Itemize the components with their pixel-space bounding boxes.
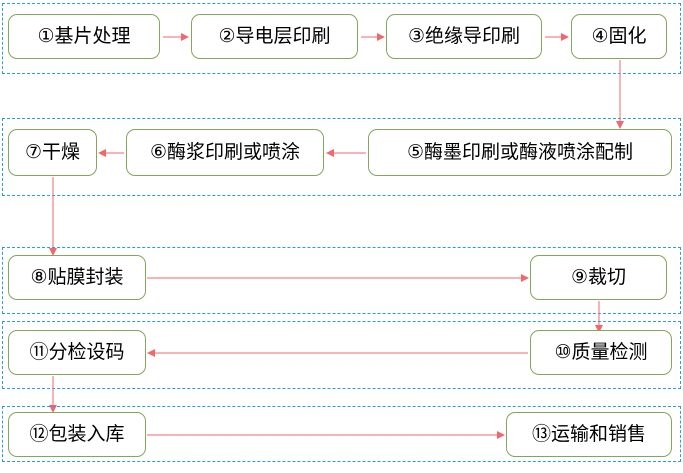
- arrow-n6-to-n7: [98, 147, 124, 158]
- process-node-5[interactable]: ⑤酶墨印刷或酶液喷涂配制: [368, 129, 672, 176]
- process-node-11[interactable]: ⑪分检设码: [8, 330, 146, 375]
- arrow-head: [326, 148, 334, 157]
- arrow-shaft: [619, 60, 620, 128]
- process-node-3[interactable]: ③绝缘导印刷: [386, 14, 542, 59]
- process-node-8[interactable]: ⑧贴膜封装: [8, 255, 146, 300]
- flow-group-2: [2, 118, 681, 196]
- arrow-n1-to-n2: [163, 31, 189, 42]
- arrow-head: [497, 430, 505, 439]
- arrow-n11-to-n12: [47, 376, 58, 413]
- arrow-n8-to-n9: [147, 272, 529, 283]
- process-node-7-label: ⑦干燥: [24, 141, 81, 163]
- arrow-n7-to-n8: [47, 177, 58, 256]
- process-node-4-label: ④固化: [591, 25, 647, 47]
- arrow-n4-to-n5: [614, 60, 625, 129]
- process-node-2-label: ②导电层印刷: [218, 25, 331, 47]
- process-node-1-label: ①基片处理: [37, 25, 131, 47]
- arrow-shaft: [147, 277, 528, 278]
- process-node-9[interactable]: ⑨裁切: [530, 255, 667, 300]
- arrow-shaft: [99, 152, 124, 153]
- arrow-n12-to-n13: [147, 429, 505, 440]
- arrow-shaft: [148, 352, 528, 353]
- process-node-12[interactable]: ⑫包装入库: [8, 412, 146, 457]
- arrow-head: [594, 325, 603, 333]
- arrow-shaft: [147, 434, 504, 435]
- arrow-head: [521, 273, 529, 282]
- arrow-head: [181, 32, 189, 41]
- arrow-shaft: [545, 36, 568, 37]
- arrow-n3-to-n4: [545, 31, 569, 42]
- process-node-9-label: ⑨裁切: [570, 266, 627, 288]
- process-node-2[interactable]: ②导电层印刷: [191, 14, 358, 59]
- arrow-head: [147, 348, 155, 357]
- arrow-shaft: [52, 376, 53, 412]
- process-node-12-label: ⑫包装入库: [29, 423, 125, 445]
- arrow-shaft: [52, 177, 53, 255]
- process-node-6-label: ⑥酶浆印刷或喷涂: [149, 141, 301, 163]
- arrow-shaft: [163, 36, 188, 37]
- process-node-13-label: ⑬运输和销售: [531, 423, 646, 445]
- arrow-shaft: [327, 152, 366, 153]
- process-node-5-label: ⑤酶墨印刷或酶液喷涂配制: [406, 141, 634, 163]
- arrow-head: [98, 148, 106, 157]
- process-node-8-label: ⑧贴膜封装: [30, 266, 124, 288]
- arrow-head: [48, 405, 57, 413]
- flow-group-1: [2, 3, 681, 74]
- process-node-1[interactable]: ①基片处理: [8, 14, 160, 59]
- arrow-shaft: [361, 36, 384, 37]
- arrow-head: [377, 32, 385, 41]
- arrow-n2-to-n3: [361, 31, 385, 42]
- flow-group-5: [2, 406, 681, 462]
- flow-group-4: [2, 321, 681, 389]
- arrow-n9-to-n10: [593, 301, 604, 333]
- arrow-head: [615, 121, 624, 129]
- process-node-3-label: ③绝缘导印刷: [407, 25, 521, 47]
- arrow-n10-to-n11: [147, 347, 528, 358]
- arrow-n5-to-n6: [326, 147, 366, 158]
- process-node-10[interactable]: ⑩质量检测: [530, 330, 672, 375]
- arrow-head: [48, 248, 57, 256]
- arrow-shaft: [598, 301, 599, 332]
- process-node-6[interactable]: ⑥酶浆印刷或喷涂: [126, 129, 324, 176]
- process-node-7[interactable]: ⑦干燥: [8, 129, 97, 176]
- process-node-11-label: ⑪分检设码: [29, 341, 125, 363]
- flow-group-3: [2, 247, 681, 314]
- process-node-4[interactable]: ④固化: [571, 14, 667, 59]
- process-node-13[interactable]: ⑬运输和销售: [506, 412, 672, 457]
- arrow-head: [561, 32, 569, 41]
- process-node-10-label: ⑩质量检测: [554, 341, 648, 363]
